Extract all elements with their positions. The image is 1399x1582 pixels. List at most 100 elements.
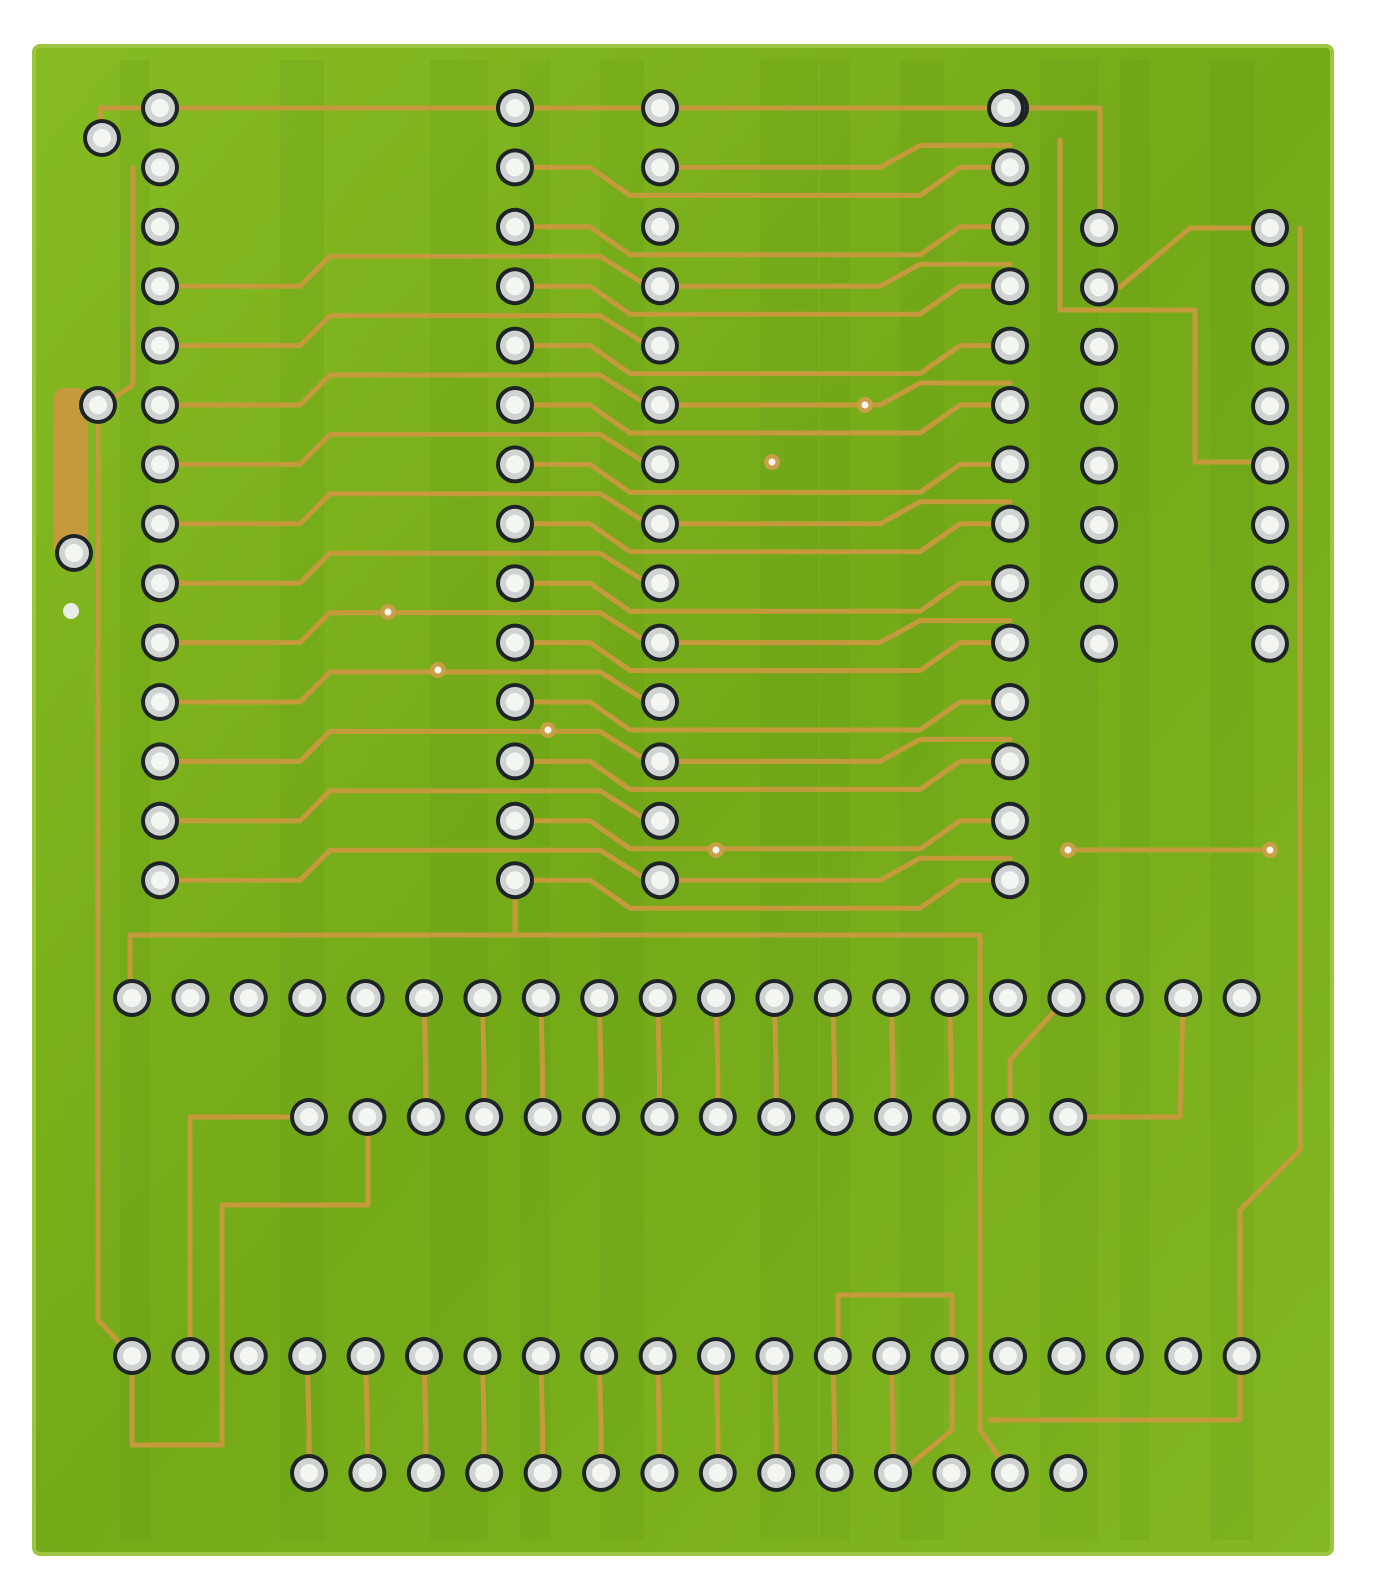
trace [835, 1292, 955, 1476]
through-hole-pad [640, 1454, 679, 1492]
through-hole-pad [290, 1454, 328, 1492]
trace [512, 699, 1013, 733]
through-hole-pad [641, 801, 679, 840]
through-hole-pad [815, 1454, 854, 1492]
texture-streak [1040, 60, 1098, 1540]
through-hole-pad [1080, 565, 1118, 604]
through-hole-pad [641, 445, 679, 484]
through-hole-pad [1251, 506, 1289, 544]
through-hole-pad [991, 148, 1029, 187]
through-hole-pad [463, 1337, 502, 1375]
through-hole-pad [638, 979, 677, 1017]
through-hole-pad [141, 861, 179, 900]
through-hole-pad [638, 1337, 677, 1375]
through-hole-pad [405, 979, 443, 1017]
through-hole-pad [496, 742, 534, 781]
through-hole-pad [1251, 624, 1289, 663]
through-hole-pad [171, 1337, 210, 1375]
texture-streak [280, 60, 324, 1540]
through-hole-pad [141, 89, 179, 127]
through-hole-pad [290, 1098, 328, 1136]
texture-streak [1210, 60, 1254, 1540]
through-hole-pad [348, 1454, 387, 1492]
through-hole-pad [1251, 268, 1289, 307]
through-hole-pad [171, 979, 210, 1017]
through-hole-pad [989, 979, 1027, 1017]
through-hole-pad [1049, 1454, 1088, 1492]
trace [512, 402, 1013, 436]
board-edge-highlight [32, 44, 1334, 1556]
through-hole-pad [1251, 209, 1289, 247]
through-hole-pad [141, 148, 179, 187]
through-hole-pad [521, 1337, 560, 1375]
through-hole-pad [641, 386, 679, 424]
through-hole-pad [229, 979, 268, 1017]
through-hole-pad [406, 1098, 445, 1136]
through-hole-pad [641, 267, 679, 306]
through-hole-pad [288, 1337, 327, 1375]
trace [657, 142, 1013, 170]
through-hole-pad [991, 683, 1029, 721]
through-hole-pad [465, 1098, 504, 1136]
through-hole-pad [1105, 979, 1144, 1017]
through-hole-pad [1049, 1098, 1088, 1136]
trace [512, 521, 1013, 555]
texture-streak [1120, 60, 1150, 1540]
texture-streak [760, 60, 818, 1540]
trace [512, 461, 1013, 495]
through-hole-pad [1251, 565, 1289, 604]
through-hole-pad [1047, 979, 1086, 1017]
through-hole-pad [641, 564, 679, 603]
through-hole-pad [641, 623, 679, 662]
through-hole-pad [141, 504, 179, 543]
through-hole-pad [1080, 209, 1118, 247]
through-hole-pad [640, 1098, 679, 1136]
trace [657, 618, 1013, 646]
through-hole-pad [141, 386, 179, 424]
trace [512, 164, 1013, 198]
through-hole-pad [496, 564, 534, 603]
through-hole-pad [83, 119, 121, 157]
through-hole-pad [641, 326, 679, 365]
through-hole-pad [141, 207, 179, 246]
through-hole-pad [990, 1454, 1029, 1492]
trace [1067, 995, 1186, 1120]
through-hole-pad [346, 1337, 385, 1375]
through-hole-pad [1164, 979, 1203, 1017]
through-hole-pad [874, 1098, 912, 1136]
through-hole-pad [991, 326, 1029, 365]
through-hole-pad [991, 267, 1029, 306]
texture-streak [820, 60, 850, 1540]
through-hole-pad [872, 979, 911, 1017]
trace [97, 105, 1103, 213]
through-hole-pad [1080, 446, 1118, 485]
through-hole-pad [813, 979, 852, 1017]
through-hole-pad [815, 1098, 854, 1136]
through-hole-pad [641, 683, 679, 721]
through-hole-pads [55, 89, 1289, 1492]
ground-pad [54, 388, 88, 558]
through-hole-pad [496, 861, 534, 900]
through-hole-pad [346, 979, 385, 1017]
through-hole-pad [141, 742, 179, 781]
vias [380, 397, 1278, 858]
trace [512, 758, 1013, 792]
through-hole-pad [79, 386, 117, 424]
through-hole-pad [580, 979, 619, 1017]
through-hole-pad [757, 1454, 796, 1492]
through-hole-pad [1105, 1337, 1144, 1375]
through-hole-pad [521, 979, 560, 1017]
trace [1117, 225, 1273, 290]
through-hole-pad [348, 1098, 387, 1136]
through-hole-pad [141, 683, 179, 721]
trace [987, 1353, 1243, 1423]
through-hole-pad [496, 207, 534, 246]
trace [512, 877, 1013, 911]
through-hole-pad [987, 89, 1025, 127]
through-hole-pad [1047, 1337, 1086, 1375]
mounting-hole [63, 603, 79, 619]
through-hole-pad [141, 445, 179, 484]
through-hole-pad [641, 742, 679, 781]
through-hole-pad [496, 683, 534, 721]
trace [657, 855, 1013, 883]
